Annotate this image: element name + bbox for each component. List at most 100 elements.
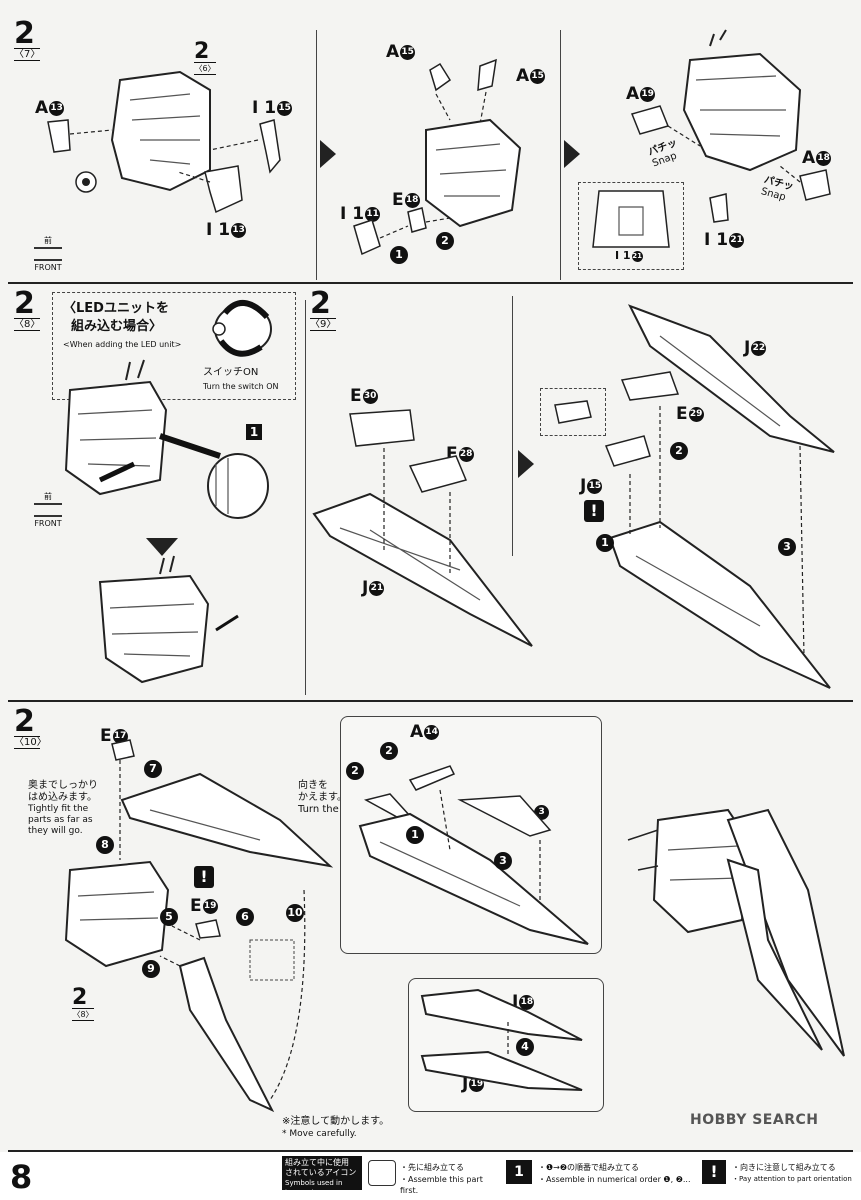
divider-row-2: [8, 700, 853, 702]
step-number: 2: [14, 16, 35, 51]
order-bubble-p7-9: 9: [142, 960, 160, 978]
legend-assemble-first: ・先に組み立てる ・Assemble this part first.: [368, 1156, 498, 1195]
tight-fit-note: 奥までしっかり はめ込みます。 Tightly fit the parts as…: [28, 780, 98, 836]
i21-detail-drawing: [592, 190, 670, 248]
head-drawing-4: [64, 359, 269, 519]
front-jp: 前: [44, 236, 52, 245]
head-drawing-3: [630, 29, 831, 223]
order-icon: 1: [506, 1160, 532, 1184]
detail-inset-j15: [540, 388, 606, 436]
ref-step-2-8: 2 〈8〉: [72, 985, 94, 1021]
divider-v3: [305, 300, 306, 695]
step-subnumber: 〈10〉: [14, 736, 47, 749]
front-indicator-1: 前 FRONT: [30, 236, 66, 272]
part-bag-1: 1: [246, 424, 262, 440]
legend-orientation: ! ・向きに注意して組み立てる ・Pay attention to part o…: [702, 1156, 858, 1190]
led-title-jp-2: 組み込む場合〉: [71, 319, 163, 334]
step-subnumber: 〈8〉: [14, 318, 41, 331]
subassembly-drawing-top: [358, 765, 589, 945]
divider-bottom: [8, 1150, 853, 1152]
order-bubble-p6-1: 1: [596, 534, 614, 552]
next-arrow-3: [518, 450, 534, 478]
down-arrow: [146, 538, 178, 556]
legend-numerical-order: 1 ・❶→❷の順番で組み立てる ・Assemble in numerical o…: [506, 1156, 696, 1190]
order-bubble-p7-8: 8: [96, 836, 114, 854]
legend-header: 組み立て中に使用 されているアイコン Symbols used in instr…: [282, 1156, 362, 1197]
ref-step-number: 2: [72, 985, 88, 1010]
step-number: 2: [14, 704, 35, 739]
order-bubble-p7-5: 5: [160, 908, 178, 926]
watermark: HOBBY SEARCH: [690, 1112, 819, 1128]
order-bubble-p6-3: 3: [778, 538, 796, 556]
subassembly-drawing-bottom: [420, 988, 583, 1091]
led-unit-drawing: [212, 300, 272, 357]
step-2-8: 2 〈8〉: [14, 286, 41, 331]
order-bubble-p7-1: 1: [406, 826, 424, 844]
j15-detail-drawing: [554, 400, 592, 424]
assembly-drawing-left: [64, 739, 334, 1113]
order-bubble-p7-7: 7: [144, 760, 162, 778]
divider-row-1: [8, 282, 853, 284]
order-bubble-p7-2b: 2: [346, 762, 364, 780]
divider-v4: [512, 296, 513, 556]
completed-assembly-drawing: [627, 808, 845, 1057]
ref-step-subnumber: 〈6〉: [194, 62, 216, 75]
order-bubble-p7-6: 6: [236, 908, 254, 926]
switch-on-jp: スイッチON: [203, 367, 259, 378]
divider-v1: [316, 30, 317, 280]
order-bubble-p7-4: 4: [516, 1038, 534, 1056]
assemble-first-icon: [368, 1160, 396, 1186]
next-arrow-2: [564, 140, 580, 168]
step-number: 2: [14, 286, 35, 321]
next-arrow-1: [320, 140, 336, 168]
order-bubble-2: 2: [436, 232, 454, 250]
order-bubble-p7-2a: 2: [380, 742, 398, 760]
warning-icon: !: [702, 1160, 726, 1184]
led-title-jp-1: 〈LEDユニットを: [63, 301, 169, 316]
move-carefully-note: ※注意して動かします。 * Move carefully.: [282, 1116, 390, 1139]
front-arrow-icon: [34, 247, 62, 261]
order-bubble-p6-2: 2: [670, 442, 688, 460]
switch-on-en: Turn the switch ON: [203, 382, 279, 391]
front-en: FRONT: [34, 519, 62, 528]
led-unit-box: 〈LEDユニットを 組み込む場合〉 <When adding the LED u…: [52, 292, 296, 400]
head-drawing-1: [47, 70, 281, 214]
front-jp: 前: [44, 492, 52, 501]
front-indicator-2: 前 FRONT: [30, 492, 66, 528]
step-subnumber: 〈7〉: [14, 48, 41, 61]
step-2-9: 2 〈9〉: [310, 289, 336, 331]
front-en: FRONT: [34, 263, 62, 272]
order-bubble-p7-10: 10: [286, 904, 304, 922]
shield-drawing-1: [312, 409, 533, 647]
front-arrow-icon: [34, 503, 62, 517]
shield-drawing-2: [604, 304, 835, 689]
page-number: 8: [10, 1158, 33, 1196]
divider-v2: [560, 30, 561, 280]
orientation-warning-icon-2: !: [194, 866, 214, 888]
ref-step-number: 2: [194, 39, 210, 64]
ref-step-2-6: 2 〈6〉: [194, 39, 216, 75]
head-drawing-2: [353, 58, 522, 256]
turn-parts-note: 向きを かえます。 Turn the parts.: [298, 780, 371, 815]
